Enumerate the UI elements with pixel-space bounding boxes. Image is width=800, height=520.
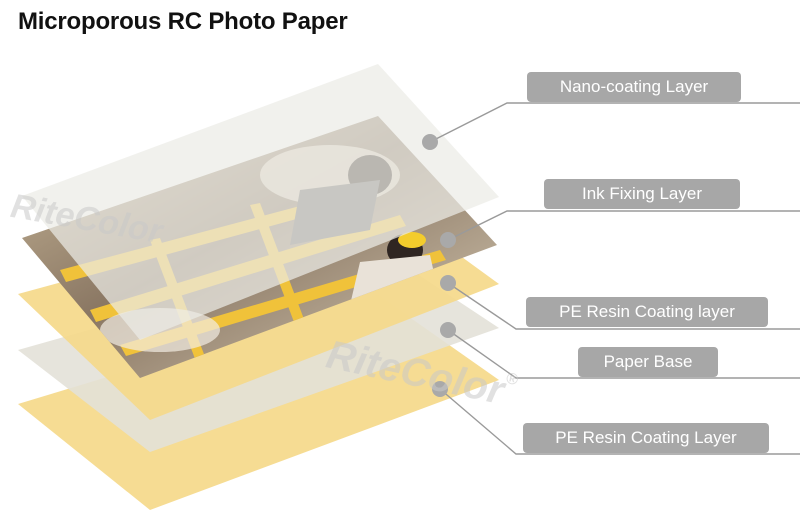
label-nano-coating: Nano-coating Layer <box>527 72 741 102</box>
dot-ink <box>440 232 456 248</box>
leader-line-nano <box>429 102 800 143</box>
dot-pe-bottom <box>432 381 448 397</box>
page-title: Microporous RC Photo Paper <box>18 8 348 35</box>
label-pe-resin-top: PE Resin Coating layer <box>526 297 768 327</box>
dot-nano <box>422 134 438 150</box>
nano-coating-sheet <box>22 64 499 340</box>
dot-pe-top <box>440 275 456 291</box>
leader-line-ink <box>447 210 800 241</box>
leader-line-pe-top <box>447 282 800 330</box>
label-paper-base: Paper Base <box>578 347 718 377</box>
dot-paper-base <box>440 322 456 338</box>
leader-line-paper-base <box>447 329 800 379</box>
label-ink-fixing: Ink Fixing Layer <box>544 179 740 209</box>
label-pe-resin-bottom: PE Resin Coating Layer <box>523 423 769 453</box>
leader-line-pe-bottom <box>439 388 800 455</box>
